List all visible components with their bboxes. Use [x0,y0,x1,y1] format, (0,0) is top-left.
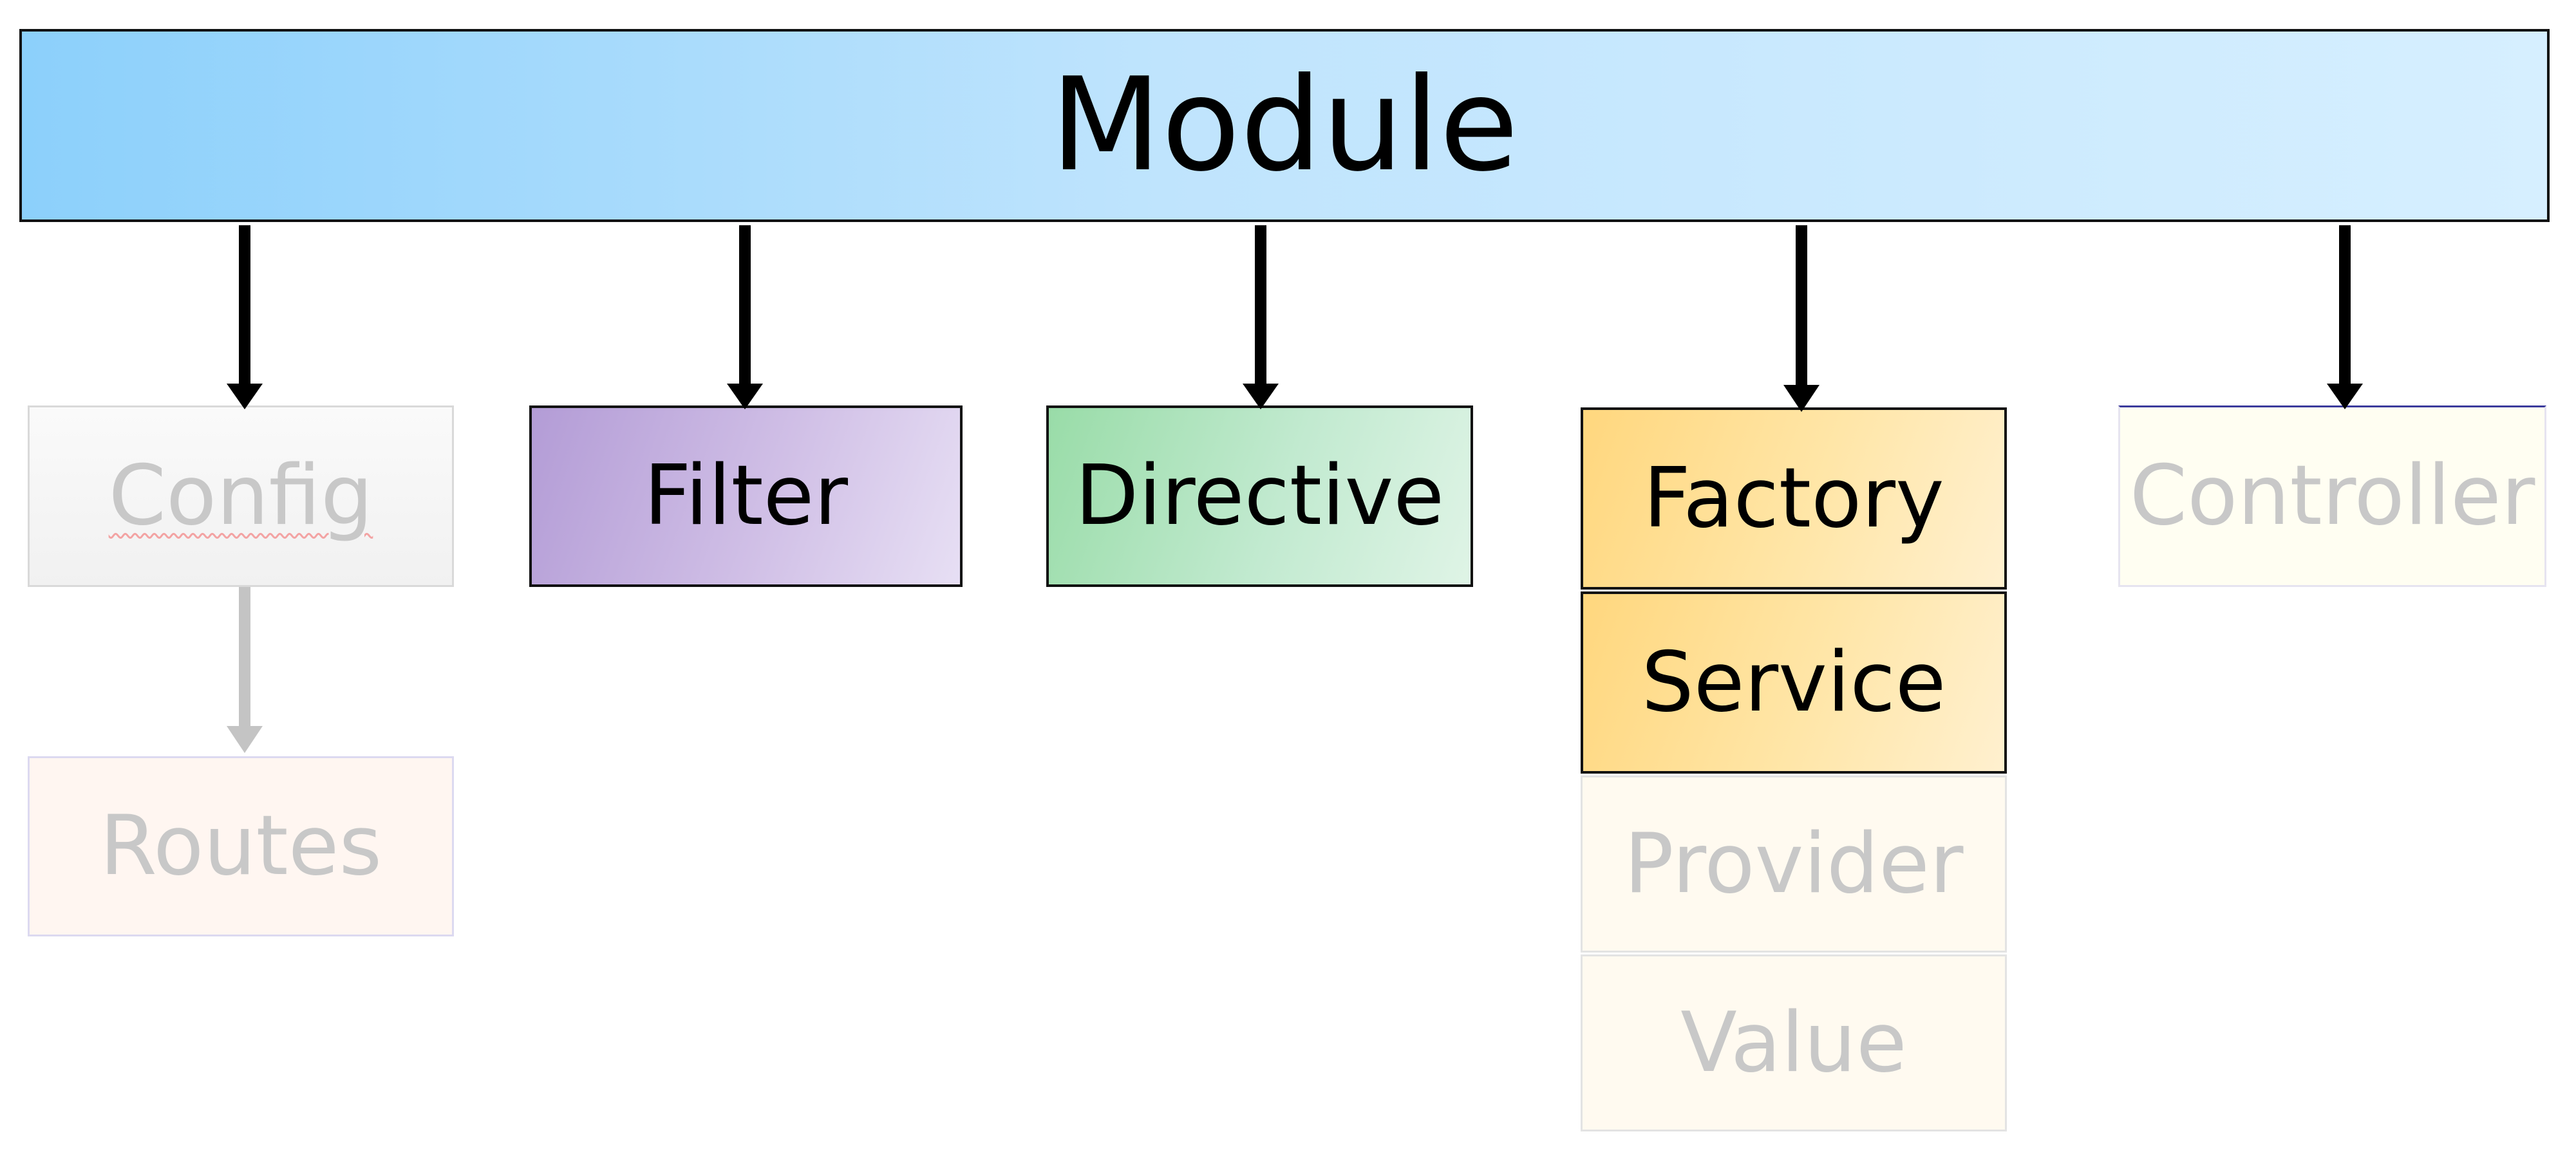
module-bar: Module [19,29,2550,222]
value-box: Value [1581,954,2007,1131]
routes-box: Routes [28,756,454,936]
arrow-config-to-routes [227,587,263,753]
directive-label: Directive [1075,448,1445,544]
arrow-module-to-controller [2327,225,2363,409]
provider-box: Provider [1581,776,2007,953]
directive-box: Directive [1046,405,1473,587]
config-box: Config [28,405,454,587]
provider-label: Provider [1624,815,1964,912]
arrow-module-to-filter [727,225,763,409]
service-label: Service [1641,634,1946,730]
factory-box: Factory [1581,407,2007,590]
controller-box: Controller [2118,405,2546,587]
arrow-module-to-factory [1783,225,1819,412]
value-label: Value [1680,994,1907,1091]
config-label: Config [108,448,373,544]
service-box: Service [1581,591,2007,774]
filter-box: Filter [529,405,963,587]
controller-label: Controller [2129,448,2535,544]
factory-label: Factory [1643,450,1944,546]
module-label: Module [1050,50,1519,200]
routes-label: Routes [99,798,382,894]
arrow-module-to-directive [1243,225,1279,409]
filter-label: Filter [644,448,848,544]
arrow-module-to-config [227,225,263,409]
